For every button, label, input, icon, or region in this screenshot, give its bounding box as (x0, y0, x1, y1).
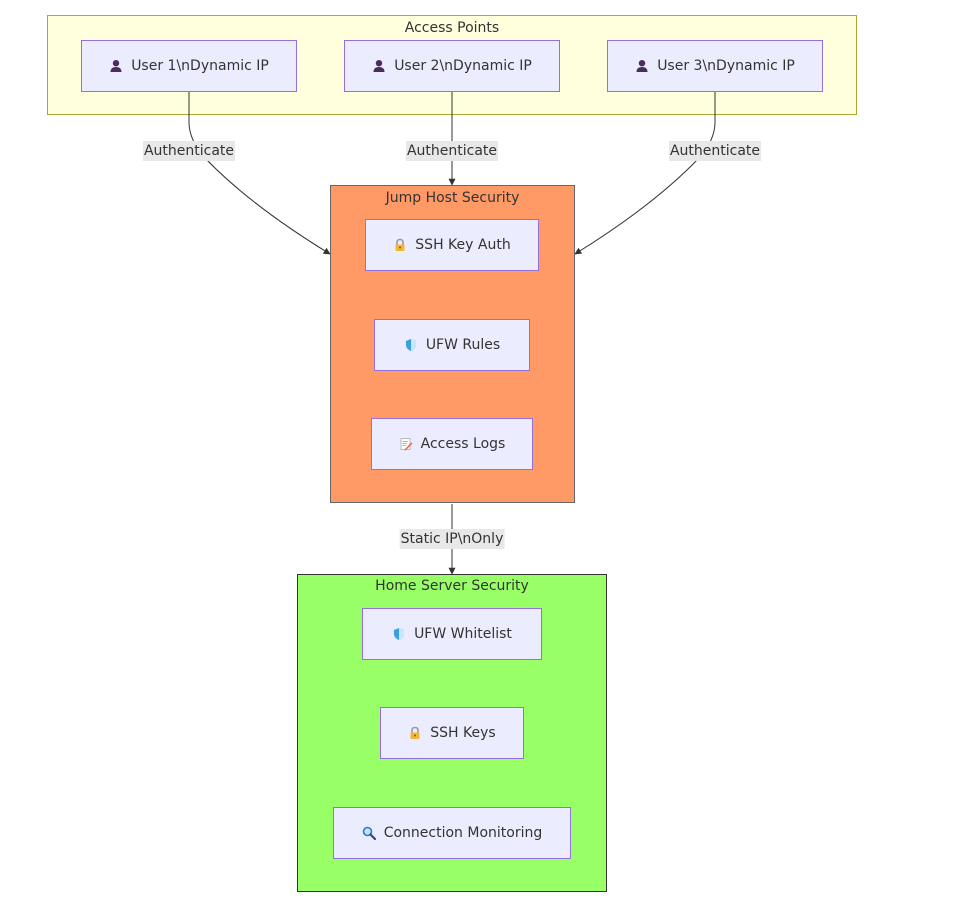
user-icon (635, 59, 649, 73)
node-ssh-key-auth-label: SSH Key Auth (415, 237, 511, 253)
magnifier-icon (362, 826, 376, 840)
node-user-3[interactable]: User 3\nDynamic IP (607, 40, 823, 92)
node-connection-monitoring-label: Connection Monitoring (383, 825, 543, 841)
node-user-3-label: User 3\nDynamic IP (657, 58, 795, 74)
node-ssh-keys-label: SSH Keys (430, 725, 496, 741)
node-ufw-rules[interactable]: UFW Rules (374, 319, 530, 371)
user-icon (372, 59, 386, 73)
node-connection-monitoring[interactable]: Connection Monitoring (333, 807, 571, 859)
cluster-jump-host-title: Jump Host Security (385, 190, 520, 206)
user-icon (109, 59, 123, 73)
lock-icon (408, 726, 422, 740)
edge-label-authenticate-3: Authenticate (668, 141, 762, 161)
edge-user3-to-jump (574, 92, 716, 255)
node-access-logs[interactable]: Access Logs (371, 418, 533, 470)
node-user-2[interactable]: User 2\nDynamic IP (344, 40, 560, 92)
node-user-2-label: User 2\nDynamic IP (394, 58, 532, 74)
cluster-access-points-title: Access Points (404, 20, 500, 36)
edge-label-static-ip-only: Static IP\nOnly (399, 529, 505, 549)
node-access-logs-label: Access Logs (420, 436, 506, 452)
shield-icon (404, 338, 418, 352)
node-ssh-keys[interactable]: SSH Keys (380, 707, 524, 759)
node-user-1[interactable]: User 1\nDynamic IP (81, 40, 297, 92)
node-ufw-whitelist[interactable]: UFW Whitelist (362, 608, 542, 660)
cluster-home-server-title: Home Server Security (375, 578, 529, 594)
node-ufw-rules-label: UFW Rules (425, 337, 501, 353)
lock-icon (393, 238, 407, 252)
node-ufw-whitelist-label: UFW Whitelist (414, 626, 512, 642)
edge-label-authenticate-1: Authenticate (142, 141, 236, 161)
node-user-1-label: User 1\nDynamic IP (131, 58, 269, 74)
edge-label-authenticate-2: Authenticate (405, 141, 499, 161)
memo-icon (399, 437, 413, 451)
node-ssh-key-auth[interactable]: SSH Key Auth (365, 219, 539, 271)
edge-user1-to-jump (188, 92, 331, 255)
shield-icon (392, 627, 406, 641)
